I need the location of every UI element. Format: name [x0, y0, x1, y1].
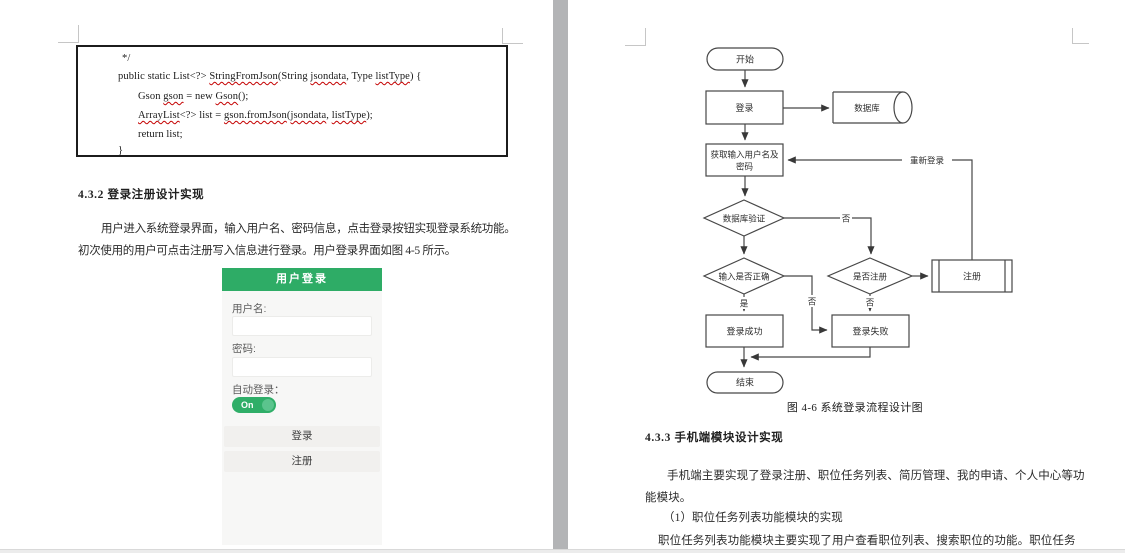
code-line: return list; — [138, 129, 183, 140]
svg-text:是否注册: 是否注册 — [853, 272, 888, 282]
paragraph-line: 手机端主要实现了登录注册、职位任务列表、简历管理、我的申请、个人中心等功 — [667, 470, 1085, 482]
svg-text:否: 否 — [808, 297, 817, 307]
login-step — [705, 90, 784, 125]
password-input — [232, 357, 372, 377]
database-cylinder — [832, 91, 913, 124]
code-line: ArrayList<?> list = gson.fromJson(jsonda… — [138, 110, 373, 121]
get-input-step — [705, 143, 784, 177]
svg-text:登录失败: 登录失败 — [852, 326, 888, 337]
code-line: public static List<?> StringFromJson(Str… — [118, 71, 422, 82]
window-bottom-edge — [0, 549, 1125, 553]
toggle-knob — [262, 399, 274, 411]
paragraph-line: 能模块。 — [645, 492, 692, 504]
svg-text:登录成功: 登录成功 — [726, 326, 762, 337]
svg-text:重新登录: 重新登录 — [910, 156, 945, 166]
username-input — [232, 316, 372, 336]
paragraph-line: （1）职位任务列表功能模块的实现 — [663, 512, 843, 524]
svg-text:登录: 登录 — [735, 103, 753, 113]
svg-text:数据库验证: 数据库验证 — [723, 214, 766, 224]
code-line: } — [118, 145, 124, 156]
code-line: */ — [122, 53, 131, 64]
document-page-left: */ public static List<?> StringFromJson(… — [0, 0, 553, 549]
figure-caption: 图 4-6 系统登录流程设计图 — [786, 402, 924, 414]
svg-text:结束: 结束 — [736, 377, 754, 388]
svg-text:数据库: 数据库 — [854, 103, 880, 113]
code-line: Gson gson = new Gson(); — [138, 91, 249, 102]
section-heading-4-3-2: 4.3.2 登录注册设计实现 — [78, 189, 205, 201]
svg-text:否: 否 — [842, 214, 851, 224]
username-label: 用户名: — [232, 303, 267, 315]
password-label: 密码: — [232, 343, 256, 355]
svg-text:注册: 注册 — [963, 271, 981, 282]
flow-branch-labels: 重新登录 否 是 否 否 — [738, 153, 952, 309]
svg-text:获取输入用户名及: 获取输入用户名及 — [710, 150, 779, 160]
flow-node-labels: 开始 登录 数据库 获取输入用户名及 密码 数据库验证 输入是否正确 是否注册 … — [710, 54, 981, 388]
page-gap — [553, 0, 568, 549]
end-terminator — [706, 371, 784, 394]
login-success-step — [705, 314, 784, 348]
login-screen-figure: 用户登录 用户名: 密码: 自动登录： On 登录 注册 — [222, 268, 382, 545]
registered-decision — [826, 257, 914, 295]
input-correct-decision — [702, 257, 786, 295]
autologin-label: 自动登录： — [232, 384, 285, 396]
svg-text:密码: 密码 — [736, 162, 753, 172]
flow-connectors — [740, 70, 973, 368]
register-subprocess — [931, 259, 1013, 293]
login-fail-step — [831, 314, 910, 348]
flow-shapes — [702, 47, 1013, 394]
login-flowchart: 开始 登录 数据库 获取输入用户名及 密码 数据库验证 输入是否正确 是否注册 … — [702, 47, 1013, 394]
margin-corner-mark — [502, 28, 523, 44]
paragraph-line: 用户进入系统登录界面，输入用户名、密码信息，点击登录按钮实现登录系统功能。 — [101, 223, 516, 235]
svg-text:输入是否正确: 输入是否正确 — [718, 272, 769, 282]
db-verify-decision — [702, 199, 786, 237]
margin-corner-mark — [625, 28, 646, 46]
paragraph-line: 职位任务列表功能模块主要实现了用户查看职位列表、搜索职位的功能。职位任务 — [658, 535, 1076, 547]
svg-text:否: 否 — [866, 298, 875, 308]
login-title-bar: 用户登录 — [222, 268, 382, 291]
margin-corner-mark — [1072, 28, 1089, 44]
autologin-toggle: On — [232, 397, 276, 413]
login-button: 登录 — [224, 426, 380, 447]
toggle-on-label: On — [241, 400, 254, 410]
section-heading-4-3-3: 4.3.3 手机端模块设计实现 — [645, 432, 784, 444]
svg-text:是: 是 — [740, 299, 749, 309]
register-button: 注册 — [224, 451, 380, 472]
document-page-right: 开始 登录 数据库 获取输入用户名及 密码 数据库验证 输入是否正确 是否注册 … — [568, 0, 1125, 549]
paragraph-line: 初次使用的用户可点击注册写入信息进行登录。用户登录界面如图 4-5 所示。 — [78, 245, 456, 257]
svg-text:开始: 开始 — [736, 54, 754, 65]
code-block: */ public static List<?> StringFromJson(… — [76, 45, 508, 157]
margin-corner-mark — [58, 25, 79, 43]
start-terminator — [706, 47, 784, 71]
